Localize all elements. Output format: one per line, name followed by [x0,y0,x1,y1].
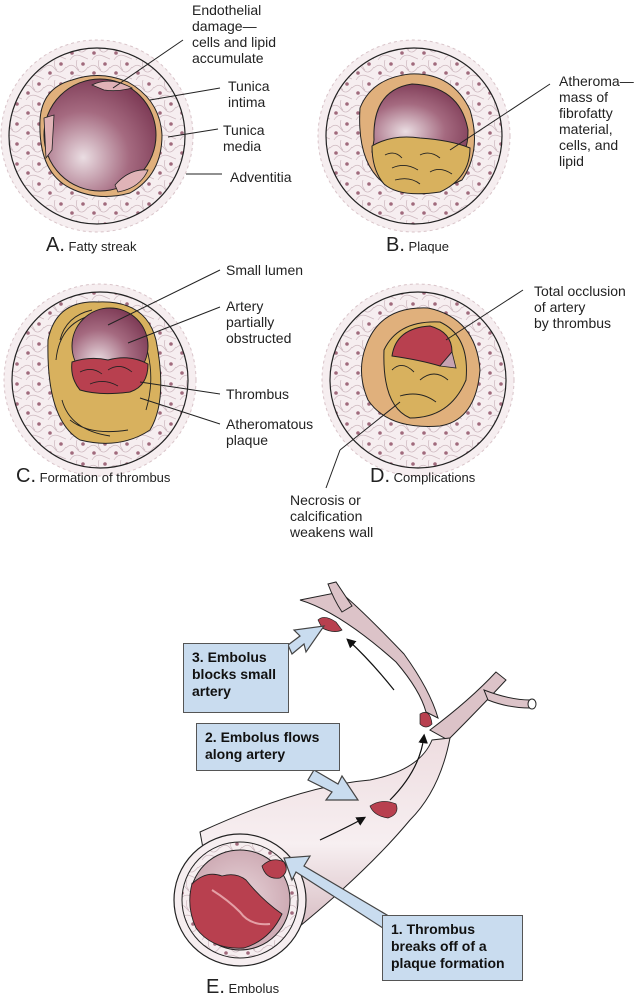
caption-e: E. Embolus [206,976,279,999]
label-total-occlusion: Total occlusion of artery by thrombus [534,283,626,331]
caption-d-title: Complications [393,470,476,485]
label-artery-partially-obstructed: Artery partially obstructed [226,298,292,346]
panel-d-leaders [325,289,524,489]
caption-c: C. Formation of thrombus [16,465,170,488]
panel-d-artery [321,283,515,477]
panel-a-leaders [112,39,222,175]
caption-d: D. Complications [370,465,475,488]
callout-embolus-flows: 2. Embolus flows along artery [196,723,340,771]
label-atheromatous-plaque: Atheromatous plaque [226,416,314,448]
caption-c-title: Formation of thrombus [39,470,171,485]
caption-a-letter: A. [46,234,65,256]
caption-a: A. Fatty streak [46,234,136,257]
caption-d-letter: D. [370,465,390,487]
callout-pointers [283,625,393,931]
callout-embolus-blocks: 3. Embolus blocks small artery [183,643,289,713]
label-atheroma: Atheroma— mass of fibrofatty material, c… [559,73,634,169]
caption-b-title: Plaque [408,239,450,254]
panel-b-leaders [449,83,551,151]
label-thrombus: Thrombus [226,386,290,402]
callout-thrombus-breaks-off: 1. Thrombus breaks off of a plaque forma… [382,915,523,981]
caption-e-letter: E. [206,976,225,998]
panel-a-artery [0,39,194,233]
panel-c-artery [3,283,197,477]
emboli [317,617,433,819]
caption-a-title: Fatty streak [68,239,137,254]
panel-c-leaders [107,269,221,425]
label-tunica-media: Tunica media [223,122,265,154]
label-tunica-intima: Tunica intima [228,78,270,110]
label-small-lumen: Small lumen [226,262,304,278]
caption-b-letter: B. [386,234,405,256]
caption-c-letter: C. [16,465,36,487]
panel-b-artery [317,39,511,233]
label-endothelial-damage: Endothelial damage— cells and lipid accu… [192,2,277,66]
label-adventitia: Adventitia [230,169,292,185]
label-necrosis-calcification: Necrosis or calcification weakens wall [290,492,374,540]
panel-e-cross-section [173,833,307,967]
flow-arrows [319,638,428,841]
caption-e-title: Embolus [228,981,280,996]
caption-b: B. Plaque [386,234,449,257]
